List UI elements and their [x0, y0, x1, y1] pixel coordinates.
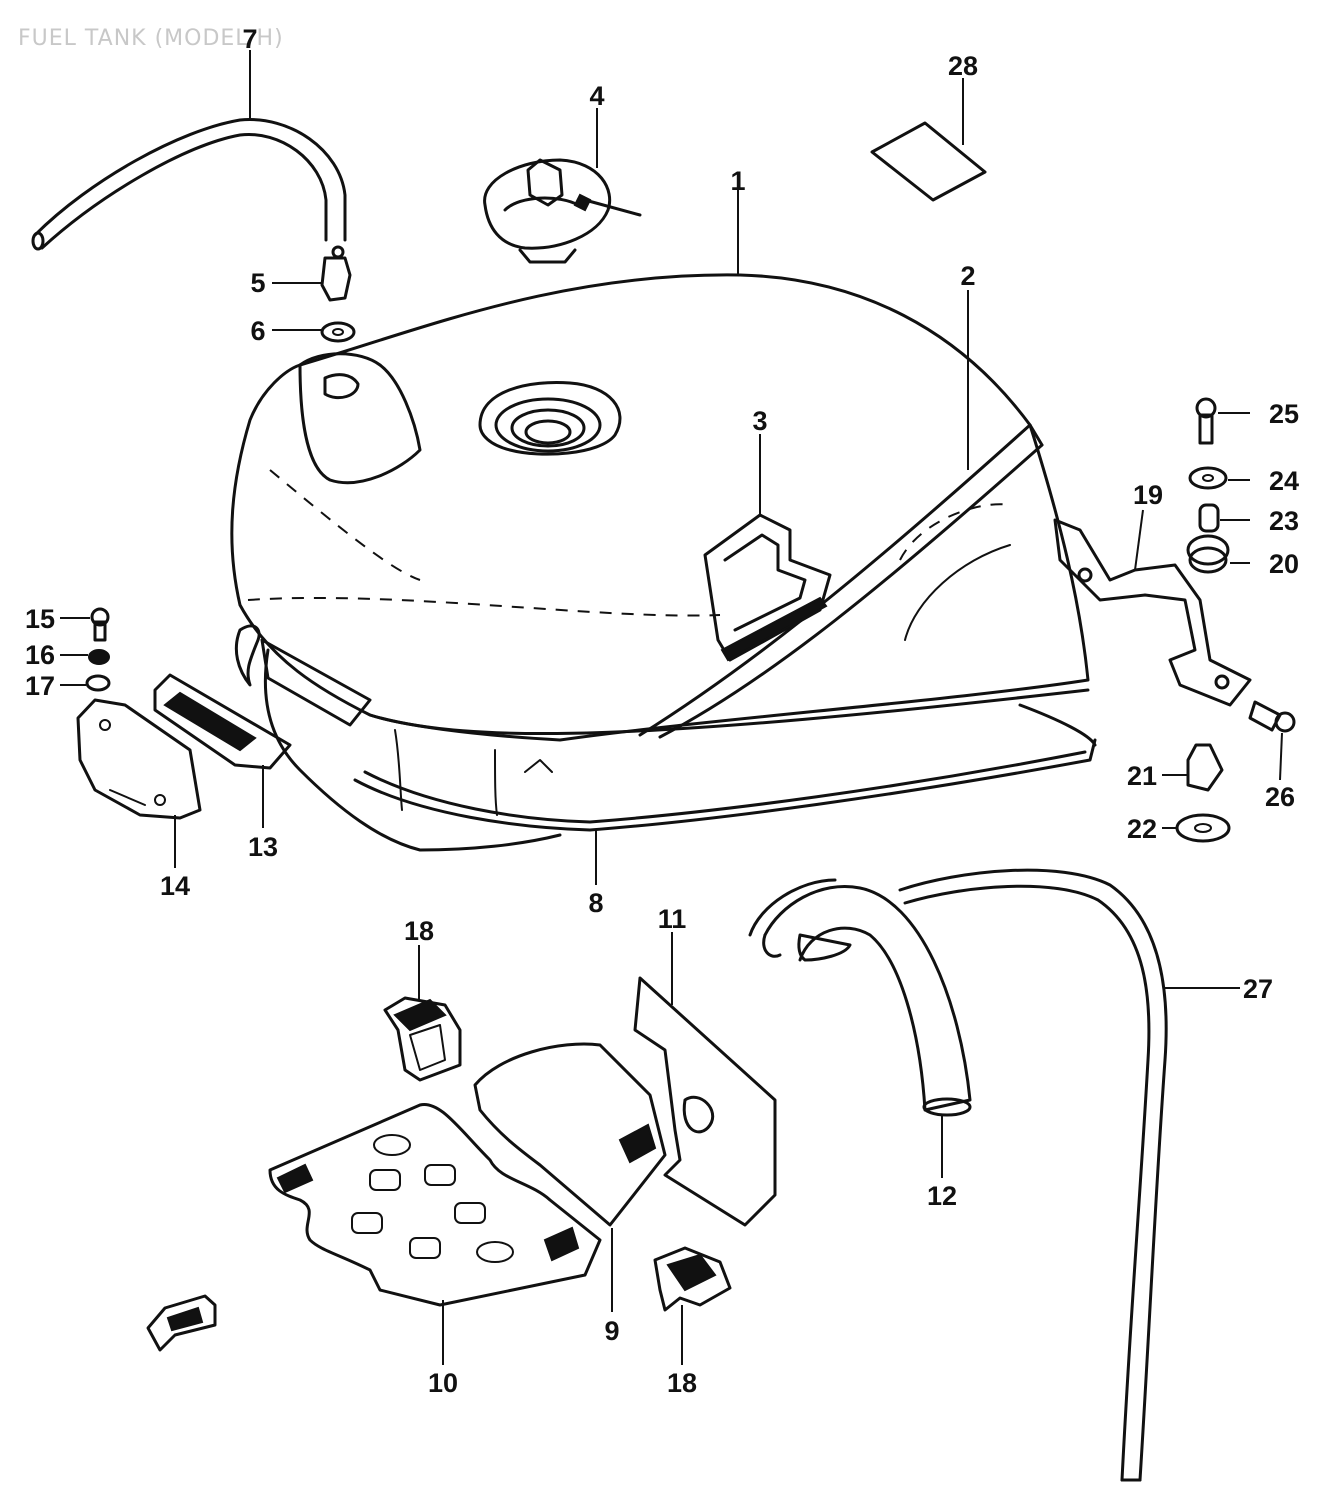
callout-6: 6	[250, 316, 265, 346]
caution-label	[870, 121, 987, 202]
callout-11: 11	[658, 904, 687, 934]
callout-2: 2	[960, 261, 975, 291]
vent-washer	[320, 321, 356, 343]
callout-labels: 1 2 3 4 5 6 7 8 9 10 11 12 13 14 15 16 1…	[25, 24, 1299, 1398]
vent-fitting	[320, 245, 352, 302]
callout-21: 21	[1127, 761, 1157, 791]
callout-28: 28	[948, 51, 978, 81]
rear-washer	[1175, 813, 1231, 843]
callout-14: 14	[160, 871, 190, 901]
diagram-title: FUEL TANK (MODEL H)	[18, 26, 284, 51]
leader-lines	[60, 50, 1283, 1365]
callout-18-lower: 18	[667, 1368, 697, 1398]
callout-1: 1	[730, 166, 745, 196]
callout-23: 23	[1269, 506, 1299, 536]
callout-20: 20	[1269, 549, 1299, 579]
front-cushion	[153, 673, 292, 770]
callout-18-upper: 18	[404, 916, 434, 946]
callout-22: 22	[1127, 814, 1157, 844]
long-hose	[898, 868, 1168, 1482]
callout-5: 5	[250, 268, 265, 298]
breather-hose	[31, 118, 347, 251]
rear-cushion	[1186, 743, 1224, 792]
callout-9: 9	[604, 1316, 619, 1346]
callout-15: 15	[25, 604, 55, 634]
callout-17: 17	[25, 671, 55, 701]
fuel-tank	[230, 273, 1097, 852]
callout-27: 27	[1243, 974, 1273, 1004]
callout-7: 7	[242, 24, 257, 54]
callout-12: 12	[927, 1181, 957, 1211]
cushion-strip	[748, 878, 972, 1117]
clamp-upper	[383, 996, 462, 1082]
front-arrow-icon	[146, 1294, 217, 1352]
callout-4: 4	[589, 81, 604, 111]
callout-26: 26	[1265, 782, 1295, 812]
callout-3: 3	[752, 406, 767, 436]
tank-emblem	[703, 513, 832, 662]
cover-nut	[88, 649, 110, 665]
callout-19: 19	[1133, 480, 1163, 510]
bracket-washer	[1188, 466, 1228, 490]
insulator-plate-9	[473, 1042, 667, 1227]
callout-8: 8	[588, 888, 603, 918]
insulator-plate-10	[268, 1103, 602, 1307]
callout-13: 13	[248, 832, 278, 862]
cover-washer	[85, 674, 111, 692]
mounting-bolt	[1248, 700, 1296, 733]
rear-bracket	[1053, 518, 1252, 707]
clamp-lower	[653, 1246, 732, 1312]
callout-10: 10	[428, 1368, 458, 1398]
bracket-cushion	[1186, 534, 1230, 574]
callout-25: 25	[1269, 399, 1299, 429]
bracket-collar	[1198, 503, 1220, 533]
cover-screw	[90, 607, 110, 642]
insulator-plate-11	[633, 976, 777, 1227]
callout-16: 16	[25, 640, 55, 670]
fuel-cap	[483, 158, 642, 264]
front-cover	[76, 698, 202, 820]
bracket-bolt	[1195, 397, 1217, 445]
callout-24: 24	[1269, 466, 1299, 496]
